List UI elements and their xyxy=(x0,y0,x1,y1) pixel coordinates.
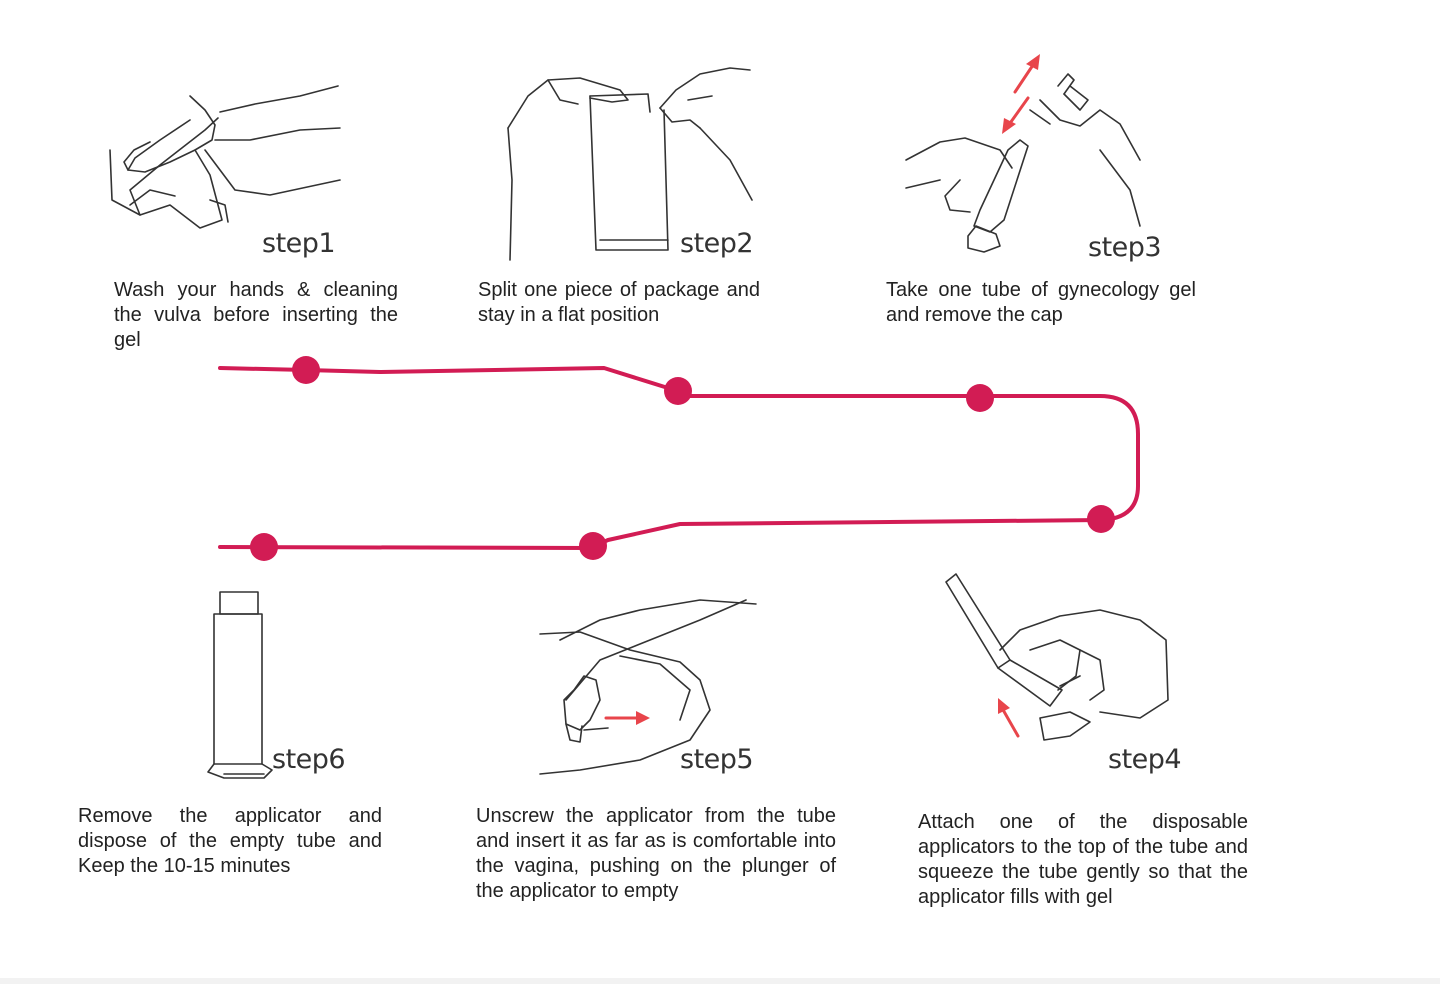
empty-tube-icon xyxy=(207,591,273,779)
package-icon xyxy=(507,67,753,261)
step-text-3: Take one tube of gynecology gel and remo… xyxy=(886,279,1196,326)
step-text-5: Unscrew the applicator from the tube and… xyxy=(476,805,836,902)
squeeze-arrow xyxy=(1000,706,1020,738)
pull-arrow-up xyxy=(1013,60,1037,94)
step-text-1: Wash your hands & cleaning the vulva bef… xyxy=(114,279,398,351)
flow-dot-1 xyxy=(292,356,320,384)
flow-dot-6 xyxy=(250,533,278,561)
insert-applicator-icon xyxy=(539,599,757,775)
flow-dot-5 xyxy=(579,532,607,560)
flow-dot-4 xyxy=(1087,505,1115,533)
step-label-4: step4 xyxy=(1108,744,1182,775)
step-text-2: Split one piece of package and stay in a… xyxy=(478,279,760,326)
bottom-strip xyxy=(0,978,1440,984)
step-label-3: step3 xyxy=(1088,232,1162,263)
step-label-2: step2 xyxy=(680,228,754,259)
hand-washing-icon xyxy=(109,85,341,229)
flow-dot-3 xyxy=(966,384,994,412)
step-text-4: Attach one of the disposable applicators… xyxy=(918,811,1248,908)
step-label-1: step1 xyxy=(262,228,336,259)
pull-arrow-down xyxy=(1006,96,1030,128)
flow-dot-2 xyxy=(664,377,692,405)
step-text-6: Remove the applicator and dispose of the… xyxy=(78,805,382,877)
applicator-attach-icon xyxy=(945,573,1169,741)
flow-dots xyxy=(250,356,1115,561)
step-label-6: step6 xyxy=(272,744,346,775)
step-label-5: step5 xyxy=(680,744,754,775)
tube-cap-icon xyxy=(905,73,1141,253)
